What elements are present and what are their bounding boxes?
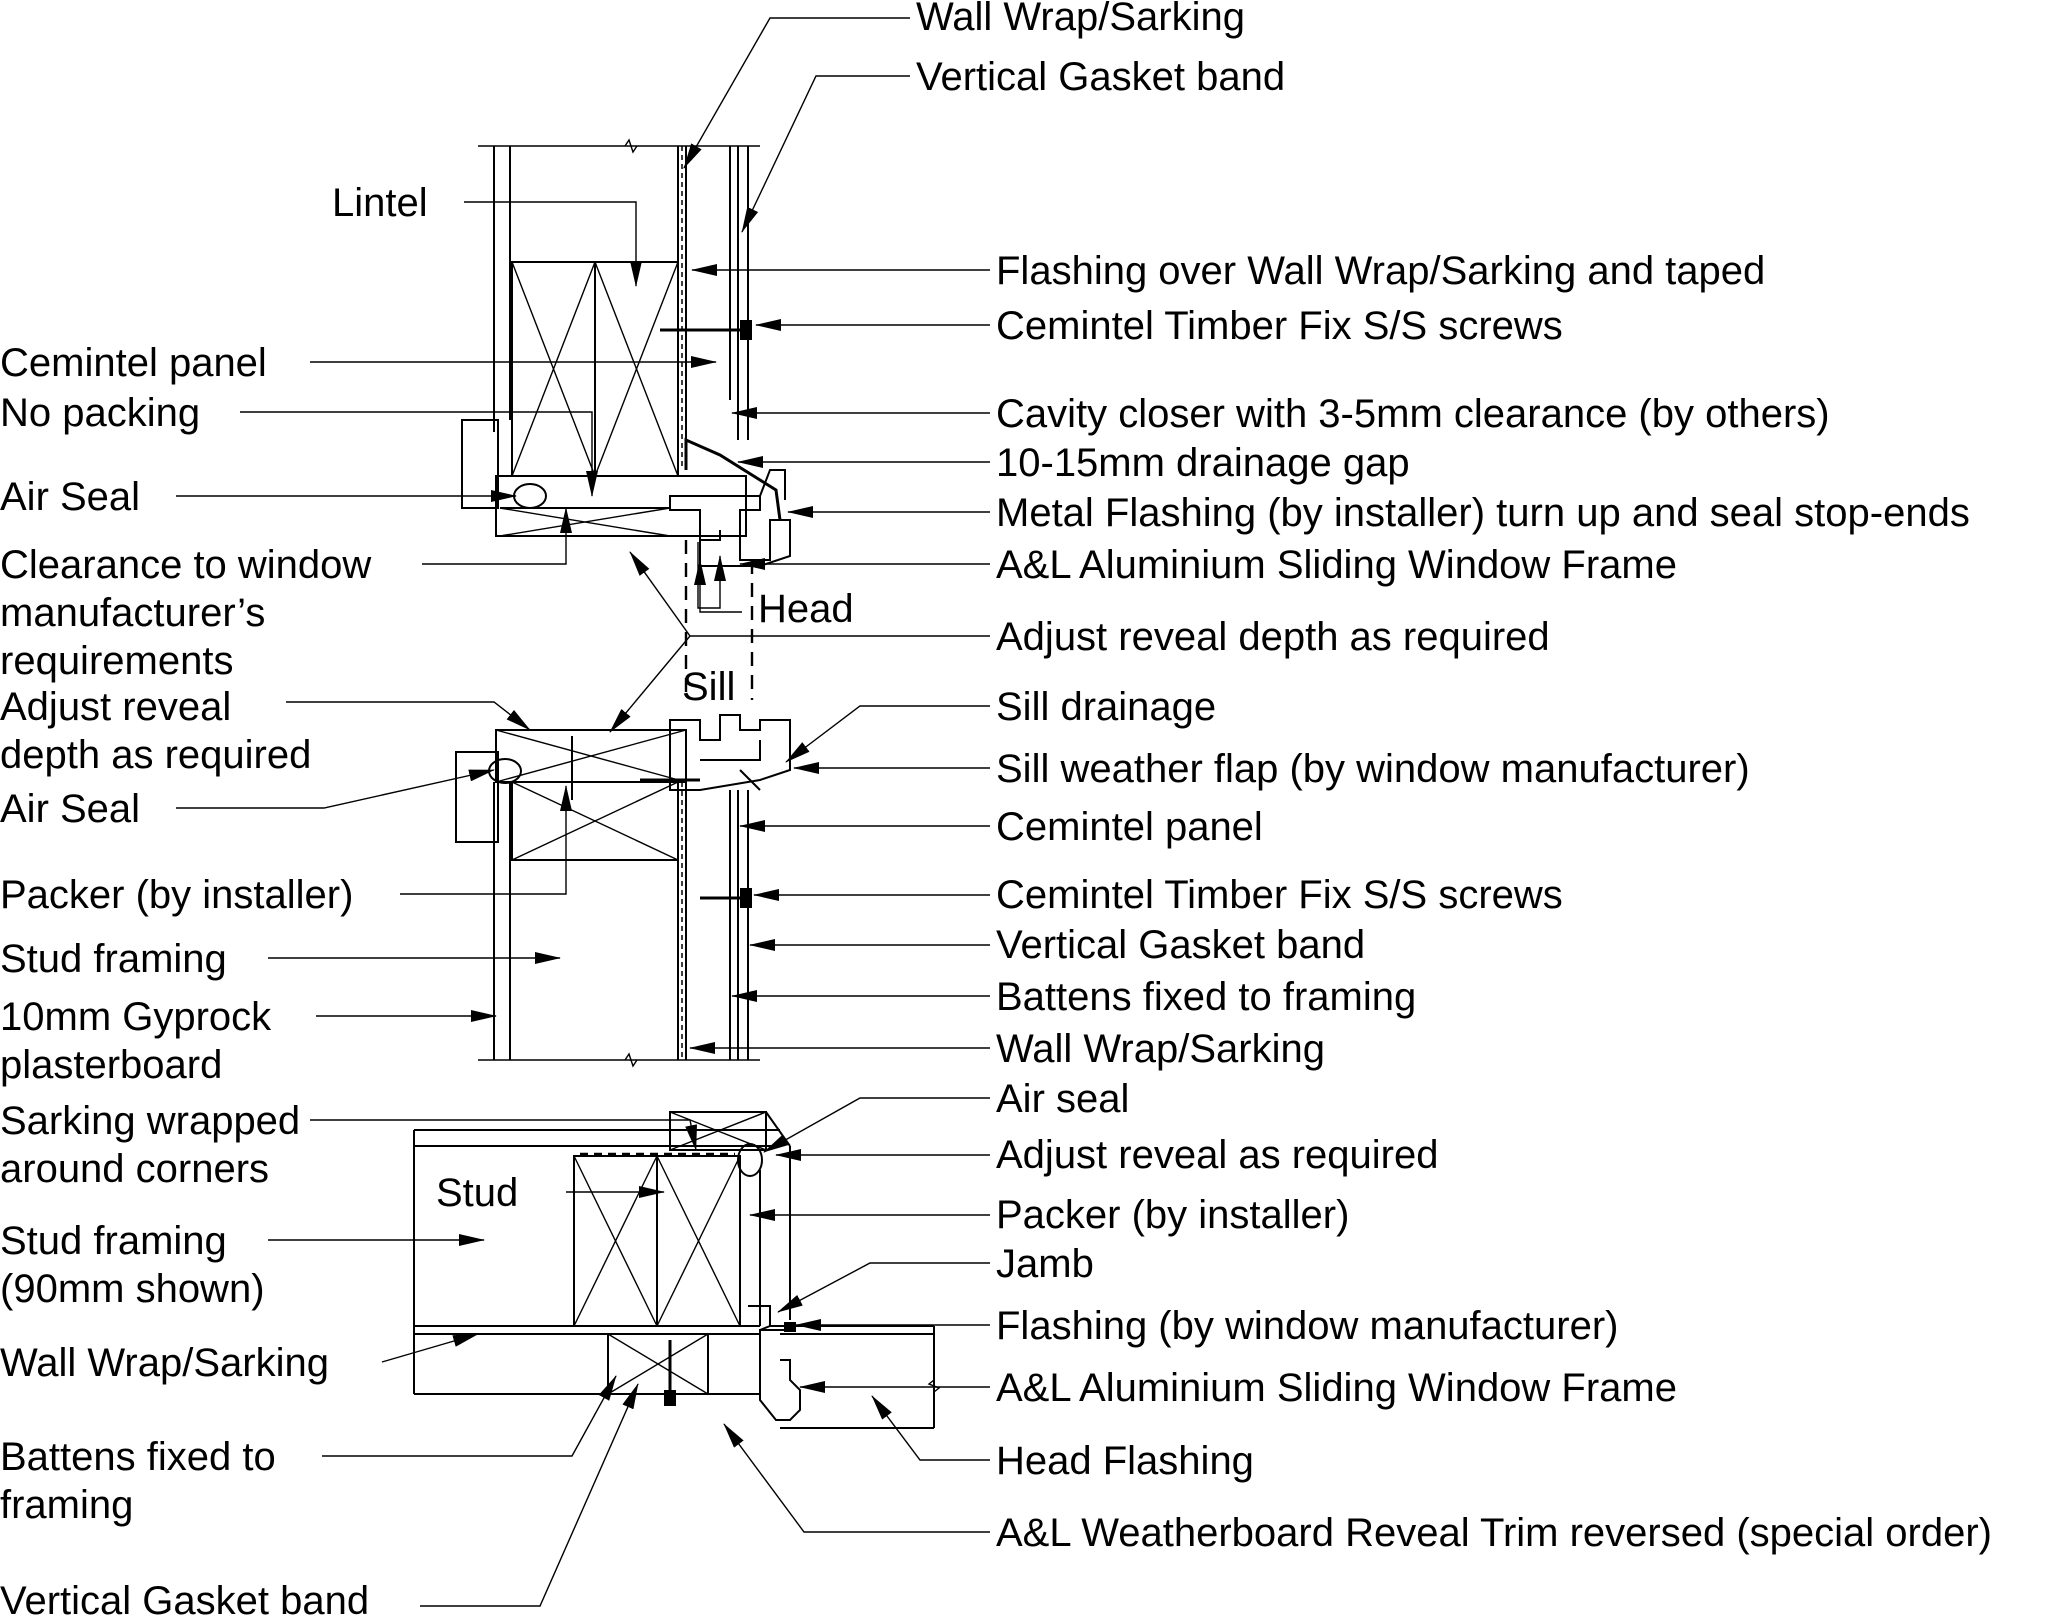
label-flashing-over: Flashing over Wall Wrap/Sarking and tape…: [996, 249, 1765, 293]
label-timber-fix-top: Cemintel Timber Fix S/S screws: [996, 304, 1563, 348]
label-stud: Stud: [436, 1171, 518, 1215]
label-clearance-3: requirements: [0, 639, 233, 683]
label-clearance-2: manufacturer’s: [0, 591, 265, 635]
label-timber-fix-mid: Cemintel Timber Fix S/S screws: [996, 873, 1563, 917]
head-section: [461, 138, 791, 700]
label-gyprock-1: 10mm Gyprock: [0, 995, 272, 1039]
label-al-frame-top: A&L Aluminium Sliding Window Frame: [996, 543, 1677, 587]
label-vertical-gasket-mid: Vertical Gasket band: [996, 923, 1365, 967]
label-air-seal-mid: Air Seal: [0, 787, 140, 831]
leader-lines: [176, 17, 990, 1607]
label-no-packing: No packing: [0, 391, 200, 435]
label-adjust-reveal: Adjust reveal as required: [996, 1133, 1438, 1177]
labels-inline: Head Sill Stud: [436, 587, 854, 1215]
label-sill-drainage: Sill drainage: [996, 685, 1216, 729]
label-battens-2: framing: [0, 1483, 133, 1527]
label-stud-framing-2: (90mm shown): [0, 1267, 265, 1311]
label-jamb: Jamb: [996, 1242, 1094, 1286]
label-adjust-2: depth as required: [0, 733, 311, 777]
label-flashing-mfr: Flashing (by window manufacturer): [996, 1304, 1618, 1348]
label-wall-wrap-bottom: Wall Wrap/Sarking: [0, 1341, 329, 1385]
label-stud-framing-1: Stud framing: [0, 1219, 227, 1263]
label-adjust-1: Adjust reveal: [0, 685, 231, 729]
label-gyprock-2: plasterboard: [0, 1043, 222, 1087]
label-lintel: Lintel: [332, 181, 428, 225]
jamb-section: [413, 1111, 941, 1429]
label-stud-framing-mid: Stud framing: [0, 937, 227, 981]
label-vertical-gasket-bottom: Vertical Gasket band: [0, 1579, 369, 1618]
label-cavity-closer: Cavity closer with 3-5mm clearance (by o…: [996, 392, 1830, 436]
label-cemintel-panel-top: Cemintel panel: [0, 341, 267, 385]
label-packer-bottom: Packer (by installer): [996, 1193, 1349, 1237]
label-wall-wrap-mid: Wall Wrap/Sarking: [996, 1027, 1325, 1071]
label-al-frame-bottom: A&L Aluminium Sliding Window Frame: [996, 1366, 1677, 1410]
label-battens-1: Battens fixed to: [0, 1435, 276, 1479]
label-head: Head: [758, 587, 854, 631]
label-battens-mid: Battens fixed to framing: [996, 975, 1416, 1019]
label-packer-mid: Packer (by installer): [0, 873, 353, 917]
label-drainage-gap: 10-15mm drainage gap: [996, 441, 1410, 485]
label-sarking-1: Sarking wrapped: [0, 1099, 300, 1143]
label-sill-weather-flap: Sill weather flap (by window manufacture…: [996, 747, 1750, 791]
label-sill: Sill: [682, 665, 735, 709]
label-metal-flashing: Metal Flashing (by installer) turn up an…: [996, 491, 1970, 535]
labels-left: Lintel Cemintel panel No packing Air Sea…: [0, 181, 428, 1623]
label-wall-wrap-top: Wall Wrap/Sarking: [916, 0, 1245, 39]
label-adjust-reveal-depth: Adjust reveal depth as required: [996, 615, 1550, 659]
label-air-seal-top: Air Seal: [0, 475, 140, 519]
label-air-seal-bottom: Air seal: [996, 1077, 1129, 1121]
label-clearance-1: Clearance to window: [0, 543, 371, 587]
label-cemintel-panel-mid: Cemintel panel: [996, 805, 1263, 849]
sill-section: [455, 714, 791, 1068]
label-sarking-2: around corners: [0, 1147, 269, 1191]
label-head-flashing: Head Flashing: [996, 1439, 1254, 1483]
label-reveal-trim: A&L Weatherboard Reveal Trim reversed (s…: [996, 1511, 1992, 1555]
labels-right: Wall Wrap/Sarking Vertical Gasket band F…: [916, 0, 1992, 1555]
label-vertical-gasket-top: Vertical Gasket band: [916, 55, 1285, 99]
